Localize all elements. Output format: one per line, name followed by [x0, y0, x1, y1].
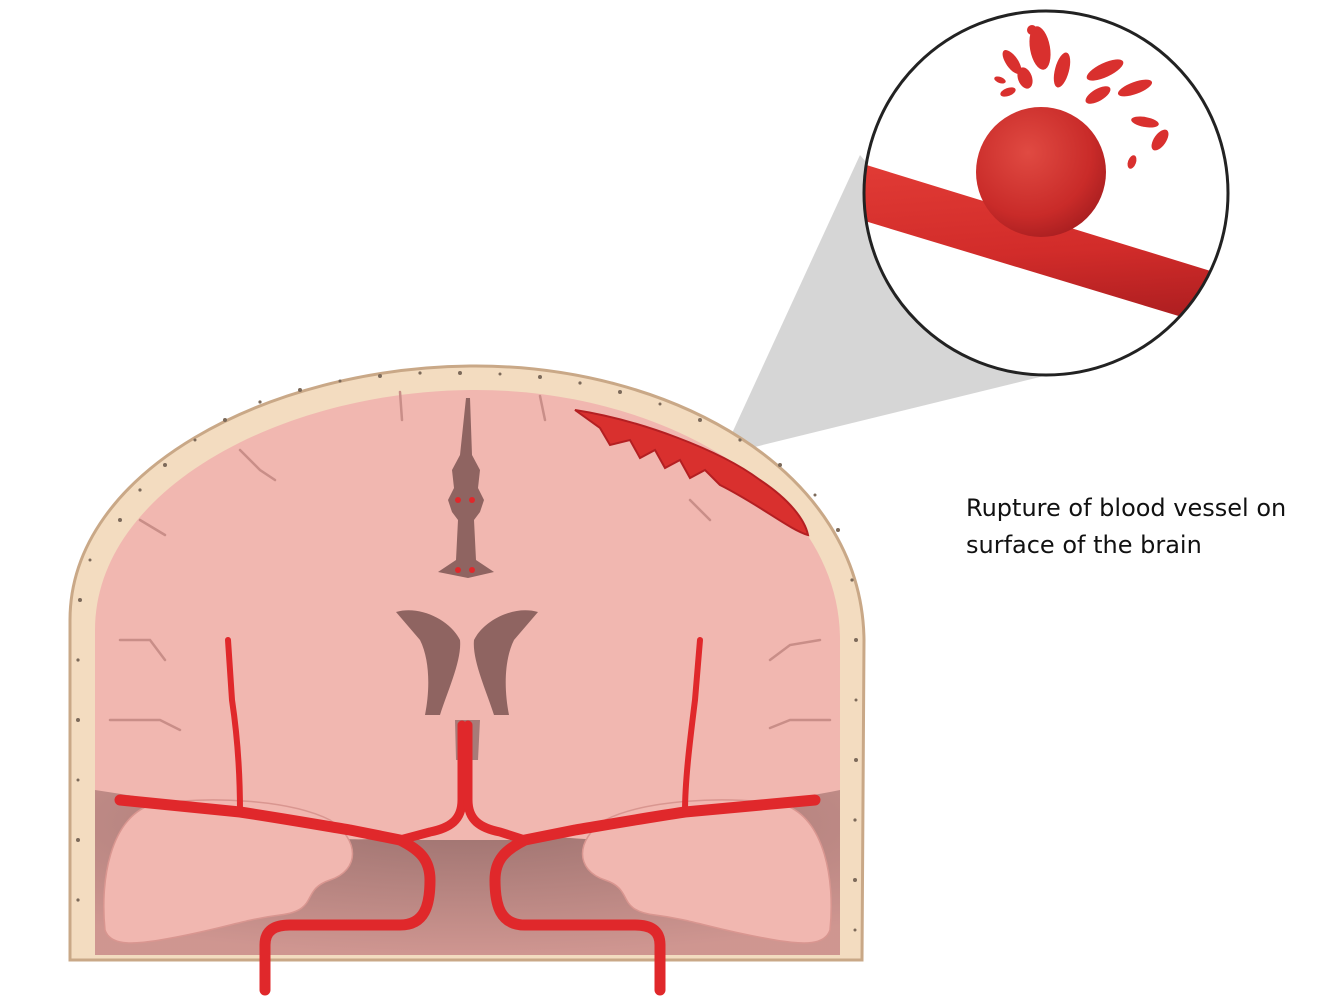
longitudinal-fissure: [438, 398, 494, 578]
caption-line-2: surface of the brain: [966, 531, 1202, 559]
lateral-ventricles: [396, 610, 538, 715]
aneurysm-icon: [976, 107, 1106, 237]
zoom-cone: [722, 155, 1048, 455]
caption-text: Rupture of blood vessel on surface of th…: [966, 490, 1316, 564]
brain-sulci: [108, 390, 832, 732]
blood-splatter-icon: [994, 25, 1169, 169]
skull-texture: [76, 371, 858, 932]
caption-line-1: Rupture of blood vessel on: [966, 494, 1287, 522]
zoom-view: [862, 9, 1230, 377]
vessel-icon: [864, 160, 1228, 330]
surface-hemorrhage: [574, 409, 810, 537]
cerebral-arteries: [114, 637, 821, 996]
